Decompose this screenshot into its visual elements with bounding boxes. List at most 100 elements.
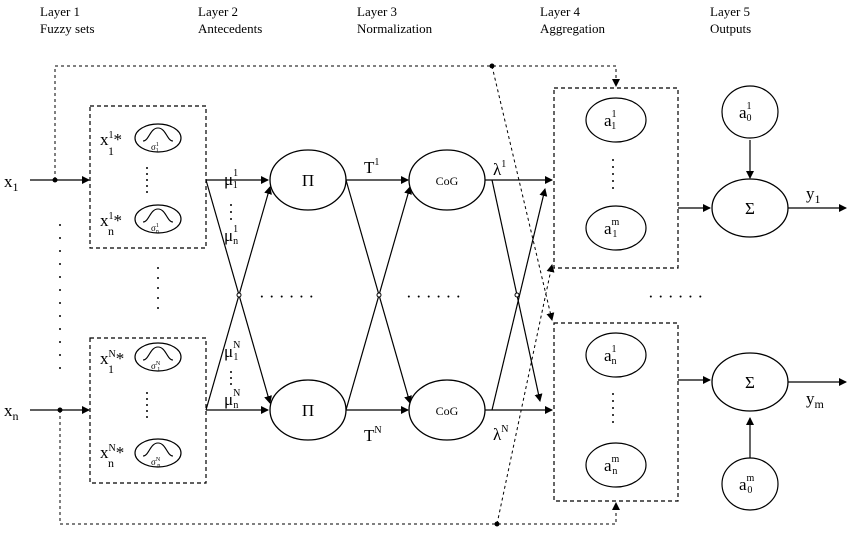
bottom-dashed-route <box>59 410 620 525</box>
layer-headers: Layer 1 Fuzzy sets Layer 2 Antecedents L… <box>40 4 751 36</box>
svg-text:σ11: σ11 <box>151 142 159 154</box>
sum-node-bottom: Σ <box>711 352 789 412</box>
top-dashed-cross <box>491 65 555 321</box>
svg-text:xN*: xN* <box>100 349 124 368</box>
svg-text:Σ: Σ <box>745 373 755 392</box>
dashed-feed-lines <box>54 65 620 525</box>
svg-text:1: 1 <box>108 362 114 376</box>
layer-5-title: Layer 5 <box>710 4 750 19</box>
svg-text:Π: Π <box>302 171 314 190</box>
bottom-dashed-junction <box>494 521 500 527</box>
cog-node-bottom: CoG <box>408 379 486 441</box>
gaussian-curve-icon <box>142 442 174 457</box>
svg-text:xN*: xN* <box>100 443 124 462</box>
top-dashed-route <box>54 65 620 180</box>
svg-text:xn: xn <box>4 401 19 423</box>
svg-text:μN1: μN1 <box>224 340 240 363</box>
bottom-dashed-cross <box>496 264 555 525</box>
lambda-bottom-label: λN <box>493 424 508 444</box>
T-top-label: T1 <box>364 157 379 177</box>
layer-2-subtitle: Antecedents <box>198 21 262 36</box>
layer-4-subtitle: Aggregation <box>540 21 605 36</box>
layer2-ellipsis: · · · · · · <box>259 287 314 306</box>
layer3-to-layer4-edges <box>485 176 553 414</box>
layer-1-title: Layer 1 <box>40 4 80 19</box>
cog-node-top: CoG <box>408 149 486 211</box>
gaussian-node <box>134 123 182 153</box>
svg-text:am1: am1 <box>604 217 620 240</box>
gaussian-curve-icon <box>142 208 174 223</box>
product-node-bottom: Π <box>269 379 347 441</box>
lambda-top-label: λ1 <box>493 159 506 179</box>
svg-text:x1*: x1* <box>100 130 122 149</box>
svg-text:x1: x1 <box>4 172 19 194</box>
input-x1: x1 <box>4 172 90 194</box>
aggregation-box-top <box>553 87 679 269</box>
fuzzy-box-ellipsis <box>157 267 159 309</box>
layer-5-subtitle: Outputs <box>710 21 751 36</box>
T-bottom-label: TN <box>364 425 382 445</box>
svg-text:Π: Π <box>302 401 314 420</box>
layer-1-subtitle: Fuzzy sets <box>40 21 95 36</box>
svg-text:σNn: σNn <box>151 457 161 469</box>
gaussian-curve-icon <box>142 346 174 361</box>
gaussian-node <box>134 438 182 468</box>
fuzzy-top-ellipsis <box>146 167 148 193</box>
layer1-to-layer2-edges <box>205 176 272 414</box>
layer-4-title: Layer 4 <box>540 4 581 19</box>
svg-text:Σ: Σ <box>745 199 755 218</box>
svg-text:μ11: μ11 <box>224 168 238 191</box>
layer-3-subtitle: Normalization <box>357 21 433 36</box>
svg-text:n: n <box>108 456 114 470</box>
sum-node-top: Σ <box>711 178 789 238</box>
agg-top-ellipsis <box>612 159 614 189</box>
svg-text:am0: am0 <box>739 473 755 496</box>
svg-text:σ1n: σ1n <box>151 223 159 235</box>
gaussian-curve-icon <box>142 127 174 142</box>
fuzzy-set-box-bottom <box>89 337 207 484</box>
product-node-top: Π <box>269 149 347 211</box>
svg-text:μNn: μNn <box>224 388 240 411</box>
gaussian-node <box>134 204 182 234</box>
layer-2-title: Layer 2 <box>198 4 238 19</box>
fuzzy-bottom-ellipsis <box>146 392 148 418</box>
svg-text:amn: amn <box>604 454 620 477</box>
svg-text:n: n <box>108 224 114 238</box>
output-y1: y1 <box>806 184 821 206</box>
fuzzy-set-box-top <box>89 105 207 249</box>
agg-bottom-ellipsis <box>612 393 614 423</box>
layer4-to-layer5-edges <box>678 140 847 458</box>
gaussian-node <box>134 342 182 372</box>
svg-text:CoG: CoG <box>436 404 459 418</box>
svg-text:a1n: a1n <box>604 344 617 367</box>
layer4-ellipsis: · · · · · · <box>648 287 703 306</box>
svg-text:σN1: σN1 <box>151 361 161 373</box>
svg-text:x1*: x1* <box>100 211 122 230</box>
input-xn: xn <box>4 401 90 423</box>
crossing-marker <box>514 292 520 298</box>
layer-3-title: Layer 3 <box>357 4 397 19</box>
svg-text:μ1n: μ1n <box>224 224 238 247</box>
svg-text:a11: a11 <box>604 109 617 132</box>
output-ym: ym <box>806 389 825 411</box>
aggregation-box-bottom <box>553 322 679 502</box>
layer3-ellipsis: · · · · · · <box>406 287 461 306</box>
input-ellipsis-vertical <box>59 224 61 369</box>
svg-text:CoG: CoG <box>436 174 459 188</box>
top-dashed-junction <box>489 63 495 69</box>
svg-text:a10: a10 <box>739 101 752 124</box>
layer2-to-layer3-edges <box>345 176 412 414</box>
crossing-marker <box>236 292 242 298</box>
